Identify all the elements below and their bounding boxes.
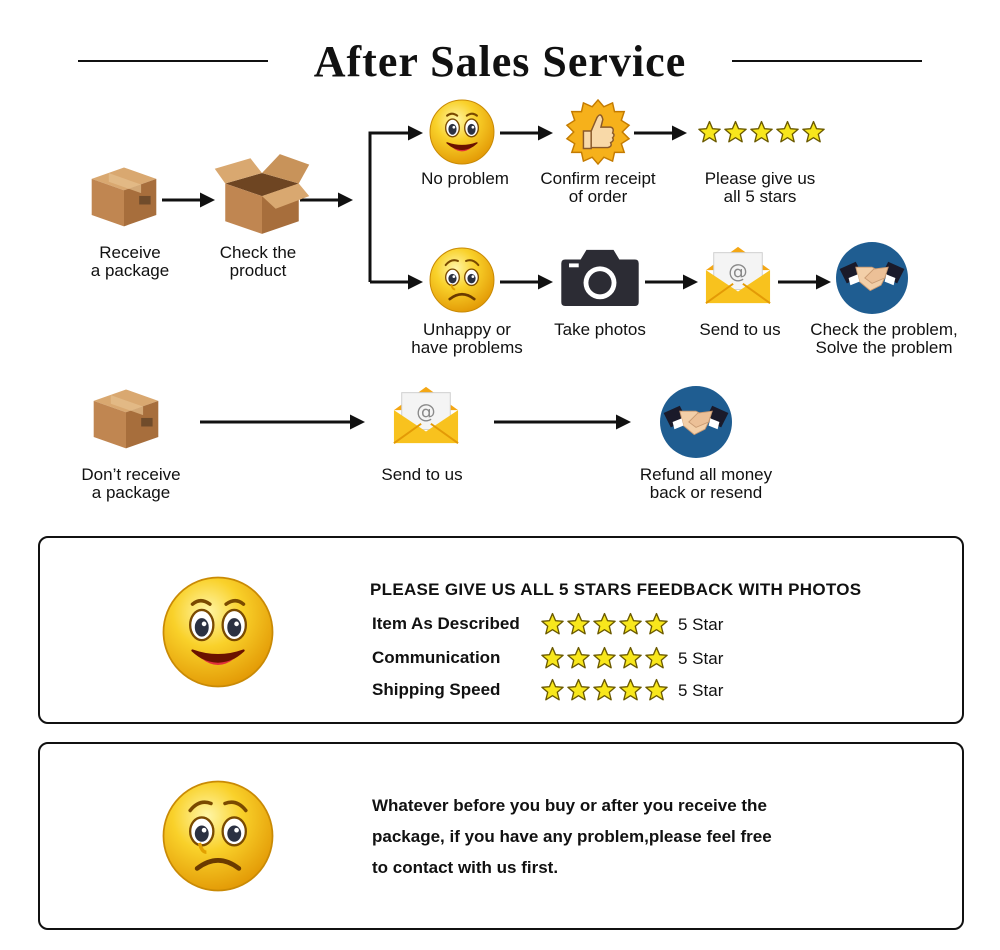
star-icon: [592, 646, 617, 671]
star-icon: [644, 646, 669, 671]
page-title: After Sales Service: [313, 37, 687, 86]
star-icon: [540, 612, 565, 637]
handshake-icon: [836, 242, 908, 314]
feedback-card: PLEASE GIVE US ALL 5 STARS FEEDBACK WITH…: [38, 536, 964, 724]
feedback-row: Shipping Speed 5 Star: [372, 676, 792, 706]
feedback-row-value: 5 Star: [678, 615, 724, 634]
label-receive: Receive a package: [90, 243, 170, 280]
star-icon: [618, 646, 643, 671]
label-dont-receive: Don’t receive a package: [81, 465, 181, 502]
package-box-icon: [88, 382, 164, 452]
star-icon: [697, 120, 722, 145]
star-icon: [644, 612, 669, 637]
sad-face-icon: [428, 246, 496, 314]
title-rule-right: [732, 60, 922, 62]
open-box-icon: [214, 152, 310, 236]
label-give-stars: Please give us all 5 stars: [704, 169, 816, 206]
contact-card: Whatever before you buy or after you rec…: [38, 742, 964, 930]
star-icon: [566, 646, 591, 671]
label-check: Check the product: [219, 243, 297, 280]
label-take-photos: Take photos: [554, 320, 646, 339]
feedback-heading: PLEASE GIVE US ALL 5 STARS FEEDBACK WITH…: [370, 580, 862, 599]
star-icon: [592, 612, 617, 637]
camera-icon: [561, 246, 639, 306]
star-icon: [566, 612, 591, 637]
feedback-row: Item As Described 5 Star: [372, 610, 792, 640]
star-icon: [801, 120, 826, 145]
contact-note-line: Whatever before you buy or after you rec…: [372, 796, 767, 815]
star-icon: [592, 678, 617, 703]
feedback-row-value: 5 Star: [678, 681, 724, 700]
feedback-row: Communication 5 Star: [372, 644, 792, 674]
star-icon: [644, 678, 669, 703]
envelope-icon: [392, 384, 460, 446]
arrow-branch-top: [368, 125, 423, 282]
handshake-icon: [660, 386, 732, 458]
contact-note-line: to contact with us first.: [372, 858, 559, 877]
package-box-icon: [86, 160, 162, 230]
five-stars-rating: [540, 678, 670, 703]
label-no-problem: No problem: [421, 169, 509, 188]
star-icon: [749, 120, 774, 145]
contact-note: Whatever before you buy or after you rec…: [372, 790, 932, 883]
happy-face-icon: [160, 574, 276, 690]
sad-face-icon: [160, 778, 276, 894]
star-icon: [540, 678, 565, 703]
star-icon: [775, 120, 800, 145]
star-icon: [723, 120, 748, 145]
label-send-to-us: Send to us: [699, 320, 781, 339]
star-icon: [618, 678, 643, 703]
feedback-row-label: Communication: [372, 648, 501, 667]
five-stars-rating: [540, 612, 670, 637]
happy-face-icon: [428, 98, 496, 166]
star-icon: [618, 612, 643, 637]
feedback-row-label: Shipping Speed: [372, 680, 501, 699]
envelope-icon: [704, 244, 772, 306]
five-stars-rating: [540, 646, 670, 671]
thumbs-up-icon: [564, 98, 632, 166]
contact-note-line: package, if you have any problem,please …: [372, 827, 772, 846]
label-refund: Refund all money back or resend: [639, 465, 773, 502]
star-icon: [566, 678, 591, 703]
title-rule-left: [78, 60, 268, 62]
label-check-solve: Check the problem, Solve the problem: [810, 320, 958, 357]
flow-arrows: [162, 125, 831, 430]
label-send-to-us-2: Send to us: [381, 465, 463, 484]
feedback-row-value: 5 Star: [678, 649, 724, 668]
five-stars-rating: [697, 120, 827, 146]
label-confirm: Confirm receipt of order: [540, 169, 656, 206]
star-icon: [540, 646, 565, 671]
label-unhappy: Unhappy or have problems: [411, 320, 523, 357]
feedback-row-label: Item As Described: [372, 614, 520, 633]
